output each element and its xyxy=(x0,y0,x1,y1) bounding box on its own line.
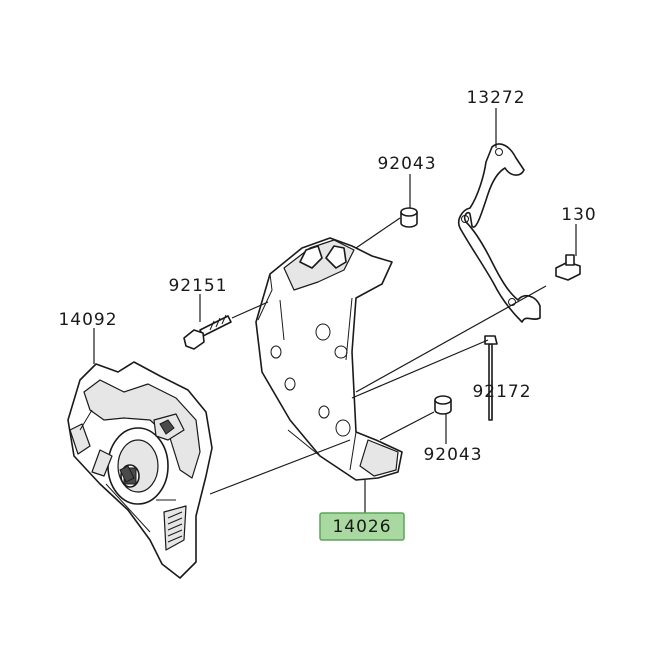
line-collar-top xyxy=(355,217,401,249)
label-92043-bottom: 92043 xyxy=(423,445,482,465)
line-bolt-130 xyxy=(355,285,547,393)
label-92151: 92151 xyxy=(168,276,227,296)
assembly-lines xyxy=(209,217,547,495)
cover-14026[interactable] xyxy=(255,237,403,481)
bolt-92172[interactable] xyxy=(484,335,498,421)
gasket-13272[interactable] xyxy=(457,143,541,323)
line-bolt-92151 xyxy=(231,301,269,319)
highlight-box xyxy=(319,512,405,541)
line-bolt-92172 xyxy=(351,339,489,399)
label-14092: 14092 xyxy=(58,310,117,330)
collar-92043-bottom[interactable] xyxy=(434,395,452,415)
label-92172: 92172 xyxy=(472,382,531,402)
label-14026: 14026 xyxy=(332,517,391,537)
collar-92043-top[interactable] xyxy=(400,207,418,228)
highlight-14026[interactable]: 14026 xyxy=(319,512,405,541)
cover-14092[interactable] xyxy=(67,361,213,579)
label-leaders xyxy=(93,108,577,516)
label-92043-top: 92043 xyxy=(377,154,436,174)
bolt-130[interactable] xyxy=(555,254,581,281)
label-13272: 13272 xyxy=(466,88,525,108)
bolt-92151[interactable] xyxy=(183,314,232,350)
line-collar-bottom xyxy=(379,411,435,441)
line-cover-14092 xyxy=(209,439,351,495)
label-130: 130 xyxy=(561,205,596,225)
